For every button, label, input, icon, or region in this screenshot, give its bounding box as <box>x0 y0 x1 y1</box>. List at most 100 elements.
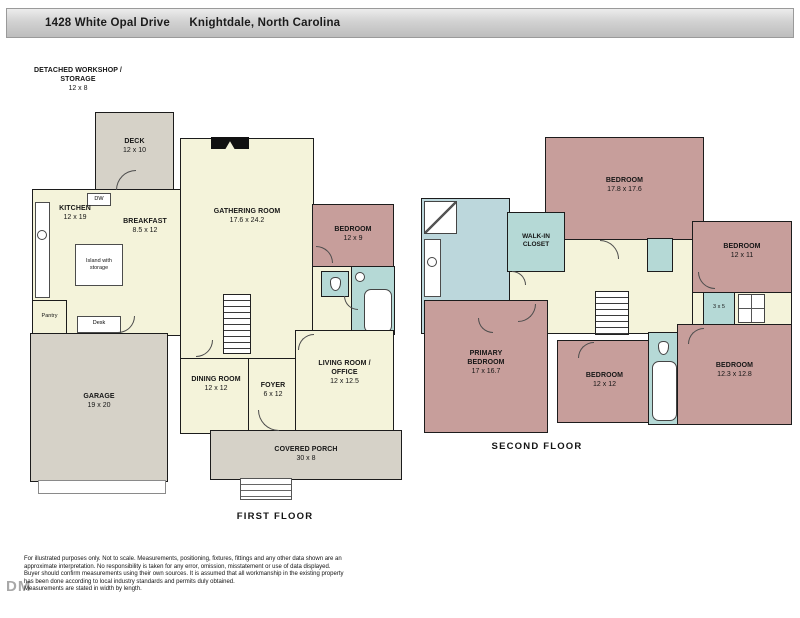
bedroom-right-label: BEDROOM 12 x 11 <box>693 242 791 260</box>
staircase-first-floor <box>223 294 251 354</box>
kitchen-island-icon: Island with storage <box>75 244 123 286</box>
pantry-text: Pantry <box>41 313 58 319</box>
bedroom-br-label: BEDROOM 12.3 x 12.8 <box>678 361 791 379</box>
room-name: BREAKFAST <box>123 218 167 225</box>
closet-dims: 3 x 5 <box>713 304 725 310</box>
walkin-label: WALK-IN CLOSET <box>508 233 564 249</box>
dining-label: DINING ROOM 12 x 12 <box>181 375 251 393</box>
second-floor-caption: SECOND FLOOR <box>491 441 583 452</box>
living-label: LIVING ROOM / OFFICE 12 x 12.5 <box>296 359 393 386</box>
toilet-room-first-floor <box>321 271 349 297</box>
room-dims: 12.3 x 12.8 <box>717 371 752 378</box>
kitchen-label: KITCHEN 12 x 19 <box>39 204 111 222</box>
kitchen-sink-icon <box>37 230 47 240</box>
room-dims: 8.5 x 12 <box>132 227 158 234</box>
garage-label: GARAGE 19 x 20 <box>31 392 167 410</box>
room-name-2: OFFICE <box>331 369 358 376</box>
vanity-icon <box>424 239 441 297</box>
workshop-name-2: STORAGE <box>60 76 96 83</box>
room-pantry: Pantry <box>32 300 67 335</box>
disclaimer: For illustrated purposes only. Not to sc… <box>24 556 343 594</box>
room-bedroom-top: BEDROOM 17.8 x 17.6 <box>545 137 704 240</box>
room-name: BEDROOM <box>715 362 754 369</box>
room-name: GATHERING ROOM <box>213 208 281 215</box>
room-dims: 19 x 20 <box>87 402 111 409</box>
address-text: 1428 White Opal Drive <box>45 17 170 29</box>
walkin-line-1: WALK-IN <box>522 233 550 240</box>
room-dims: 17.6 x 24.2 <box>229 217 265 224</box>
shower-icon <box>424 201 457 234</box>
bedroom-ff-label: BEDROOM 12 x 9 <box>313 225 393 243</box>
foyer-label: FOYER 6 x 12 <box>249 381 297 399</box>
disclaimer-line-1: For illustrated purposes only. Not to sc… <box>24 556 342 562</box>
room-garage: GARAGE 19 x 20 <box>30 333 168 482</box>
room-walkin-closet: WALK-IN CLOSET <box>507 212 565 272</box>
linen-cabinet-icon <box>738 294 765 323</box>
room-dims: 12 x 9 <box>343 235 363 242</box>
closet-strip <box>647 238 673 272</box>
room-dims: 12 x 10 <box>123 147 146 154</box>
room-dims: 12 x 12.5 <box>330 378 359 385</box>
sink-icon <box>355 272 365 282</box>
island-label: Island with storage <box>76 258 122 271</box>
staircase-second-floor <box>595 291 629 335</box>
room-dims: 12 x 11 <box>730 252 754 259</box>
toilet-icon <box>330 277 341 291</box>
room-dims: 17 x 16.7 <box>471 368 501 375</box>
island-line-1: Island with <box>86 258 112 264</box>
hall-first-floor <box>312 266 395 335</box>
kitchen-counter-icon <box>35 202 50 298</box>
room-name-2: BEDROOM <box>467 359 505 366</box>
room-dims: 6 x 12 <box>263 391 283 398</box>
room-name: COVERED PORCH <box>274 446 338 453</box>
city-text: Knightdale, North Carolina <box>189 17 341 29</box>
first-floor-caption: FIRST FLOOR <box>236 511 314 522</box>
dishwasher-label: DW <box>94 196 104 202</box>
bathroom-first-floor <box>351 266 395 335</box>
garage-stoop-icon <box>38 480 166 494</box>
room-dims: 30 x 8 <box>296 455 316 462</box>
workshop-label: DETACHED WORKSHOP / STORAGE 12 x 8 <box>18 66 138 93</box>
room-name: KITCHEN <box>59 205 91 212</box>
room-name: BEDROOM <box>723 243 761 250</box>
bedroom-top-label: BEDROOM 17.8 x 17.6 <box>546 176 703 194</box>
fireplace-icon <box>211 137 249 149</box>
desk-label: Desk <box>92 320 106 326</box>
disclaimer-line-2: approximate interpretation. No responsib… <box>24 563 331 570</box>
walkin-line-2: CLOSET <box>522 241 550 248</box>
closet-3x5: 3 x 5 <box>703 292 735 325</box>
room-dims: 17.8 x 17.6 <box>607 186 642 193</box>
room-name-1: LIVING ROOM / <box>318 360 371 367</box>
disclaimer-line-5: Measurements are stated in width by leng… <box>24 586 142 593</box>
room-name: DECK <box>124 138 145 145</box>
breakfast-label: BREAKFAST 8.5 x 12 <box>113 217 177 235</box>
dishwasher-icon: DW <box>87 193 111 206</box>
hall-bathroom <box>648 332 680 425</box>
room-name-1: PRIMARY <box>469 350 503 357</box>
bathtub-icon <box>652 361 677 421</box>
room-kitchen-breakfast: DW KITCHEN 12 x 19 BREAKFAST 8.5 x 12 Is… <box>32 189 182 336</box>
workshop-name-1: DETACHED WORKSHOP / <box>34 67 122 74</box>
room-name: BEDROOM <box>605 177 644 184</box>
room-covered-porch: COVERED PORCH 30 x 8 <box>210 430 402 480</box>
room-name: GARAGE <box>83 393 115 400</box>
room-dining: DINING ROOM 12 x 12 <box>180 358 252 434</box>
disclaimer-line-3: Buyer should confirm measurements using … <box>24 571 344 578</box>
sink-icon <box>427 257 437 267</box>
room-name: FOYER <box>260 382 286 389</box>
toilet-icon <box>658 341 669 355</box>
room-dims: 12 x 12 <box>204 385 228 392</box>
watermark: DM <box>6 578 32 595</box>
header-bar: 1428 White Opal Drive Knightdale, North … <box>6 8 794 38</box>
deck-label: DECK 12 x 10 <box>96 137 173 155</box>
page-title: 1428 White Opal Drive Knightdale, North … <box>7 17 340 29</box>
primary-label: PRIMARY BEDROOM 17 x 16.7 <box>425 349 547 376</box>
disclaimer-line-4: has been done according to local industr… <box>24 578 235 585</box>
bedroom-mid-label: BEDROOM 12 x 12 <box>558 371 651 389</box>
bathtub-icon <box>364 289 392 333</box>
hall-right-second-floor: 3 x 5 <box>692 289 792 328</box>
pantry-label: Pantry <box>33 313 66 320</box>
closet-3x5-label: 3 x 5 <box>704 304 734 311</box>
island-line-2: storage <box>89 264 109 271</box>
gathering-label: GATHERING ROOM 17.6 x 24.2 <box>181 207 313 225</box>
